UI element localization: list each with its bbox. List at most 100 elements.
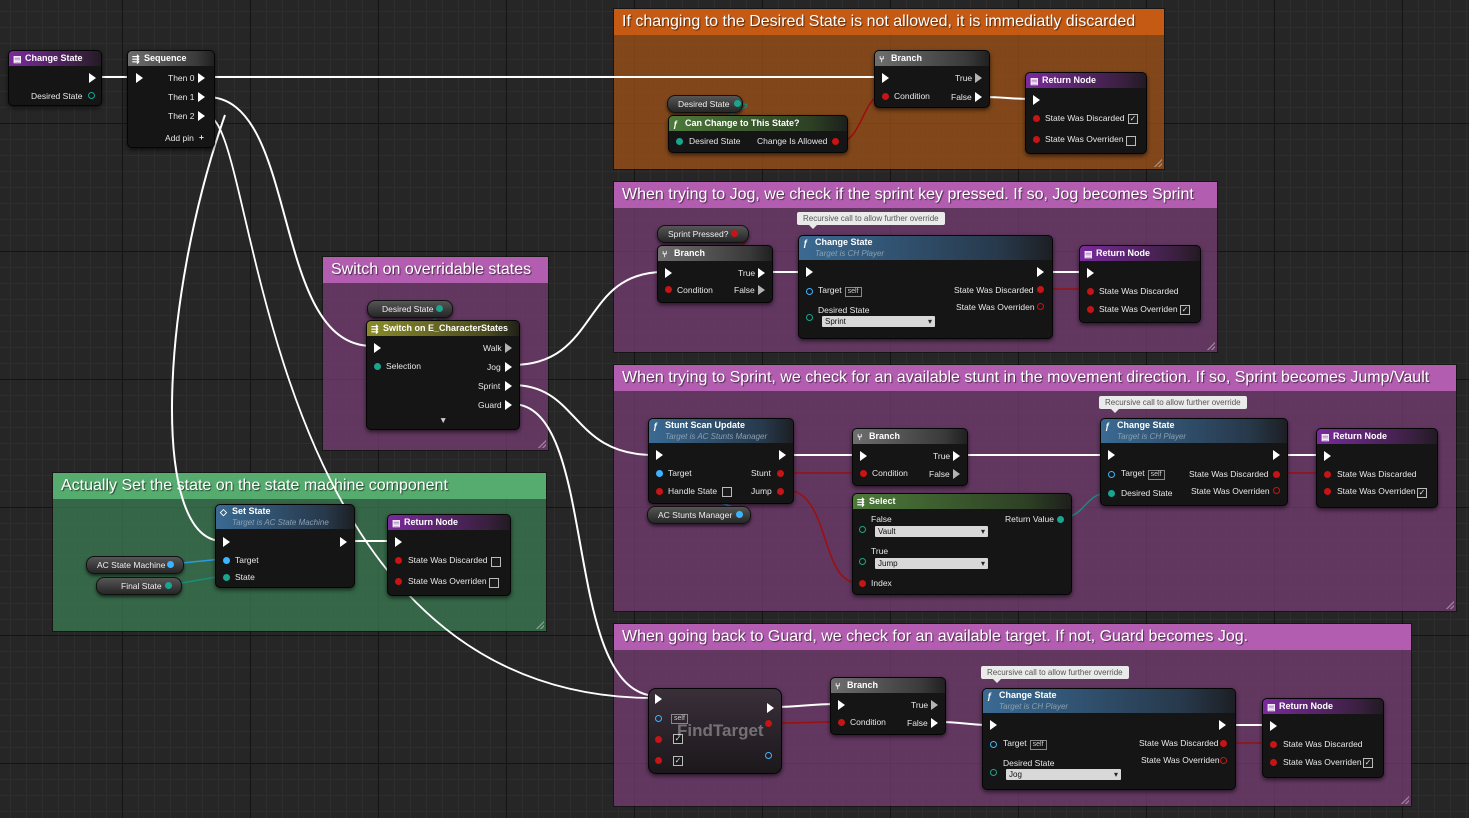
- exec-in-pin[interactable]: [395, 537, 402, 547]
- false-pin[interactable]: [953, 469, 960, 479]
- return-value-pin[interactable]: [1057, 516, 1064, 523]
- discarded-out-pin[interactable]: [1220, 740, 1227, 747]
- desired-state-variable[interactable]: Desired State: [667, 95, 743, 113]
- target-pin[interactable]: [1108, 471, 1115, 478]
- overriden-checkbox[interactable]: ✓: [1180, 305, 1190, 315]
- overriden-out-pin[interactable]: [1273, 487, 1280, 494]
- branch-node[interactable]: ⑂Branch True Condition False: [657, 245, 773, 303]
- overriden-pin[interactable]: [1324, 488, 1331, 495]
- resize-handle[interactable]: [536, 621, 544, 629]
- false-pin[interactable]: [931, 718, 938, 728]
- discarded-checkbox[interactable]: ✓: [1128, 114, 1138, 124]
- branch-node[interactable]: ⑂Branch True Condition False: [852, 428, 968, 486]
- exec-in-pin[interactable]: [223, 537, 230, 547]
- true-pin[interactable]: [758, 268, 765, 278]
- true-pin[interactable]: [975, 73, 982, 83]
- discarded-out-pin[interactable]: [1037, 286, 1044, 293]
- discarded-pin[interactable]: [1270, 741, 1277, 748]
- find-target-checkbox-1[interactable]: ✓: [673, 734, 683, 744]
- state-pin[interactable]: [223, 574, 230, 581]
- true-value-dropdown[interactable]: Jump: [875, 558, 988, 569]
- exec-in-pin[interactable]: [1087, 268, 1094, 278]
- return-node[interactable]: ▤Return Node State Was Discarded State W…: [387, 514, 511, 596]
- desired-state-pin[interactable]: [1108, 490, 1115, 497]
- sprint-pressed-out-pin[interactable]: [731, 230, 738, 237]
- walk-pin[interactable]: [505, 343, 512, 353]
- desired-state-pin[interactable]: [990, 769, 997, 776]
- desired-state-pin[interactable]: [88, 92, 95, 99]
- exec-out-pin[interactable]: [1273, 450, 1280, 460]
- object-out-pin[interactable]: [765, 752, 772, 759]
- find-target-node[interactable]: self ✓ FindTarget ✓: [648, 688, 782, 774]
- resize-handle[interactable]: [1154, 159, 1162, 167]
- target-pin[interactable]: [990, 741, 997, 748]
- condition-pin[interactable]: [860, 470, 867, 477]
- discarded-pin[interactable]: [1324, 471, 1331, 478]
- exec-in-pin[interactable]: [882, 73, 889, 83]
- bool-in-pin-2[interactable]: [655, 757, 662, 764]
- jog-pin[interactable]: [505, 362, 512, 372]
- guard-pin[interactable]: [505, 400, 512, 410]
- then-1-pin[interactable]: [198, 92, 205, 102]
- desired-state-dropdown[interactable]: Sprint: [822, 316, 935, 327]
- ac-state-machine-variable[interactable]: AC State Machine: [86, 556, 184, 574]
- overriden-checkbox[interactable]: ✓: [1363, 758, 1373, 768]
- condition-pin[interactable]: [665, 286, 672, 293]
- exec-in-pin[interactable]: [1108, 450, 1115, 460]
- final-state-out-pin[interactable]: [165, 582, 172, 589]
- resize-handle[interactable]: [1446, 601, 1454, 609]
- return-node[interactable]: ▤Return Node State Was Discarded ✓ State…: [1025, 72, 1147, 154]
- exec-in-pin[interactable]: [806, 267, 813, 277]
- discarded-checkbox[interactable]: [491, 557, 501, 567]
- exec-out-pin[interactable]: [779, 450, 786, 460]
- return-node[interactable]: ▤Return Node State Was Discarded State W…: [1079, 245, 1201, 323]
- index-pin[interactable]: [859, 580, 866, 587]
- true-pin[interactable]: [931, 700, 938, 710]
- overriden-pin[interactable]: [1033, 136, 1040, 143]
- overriden-pin[interactable]: [1087, 306, 1094, 313]
- expand-arrow-icon[interactable]: ▼: [439, 415, 448, 425]
- exec-out-pin[interactable]: [340, 537, 347, 547]
- return-node[interactable]: ▤Return Node State Was Discarded State W…: [1262, 698, 1384, 778]
- return-node[interactable]: ▤Return Node State Was Discarded State W…: [1316, 428, 1438, 508]
- false-pin[interactable]: [975, 92, 982, 102]
- exec-in-pin[interactable]: [136, 73, 143, 83]
- discarded-pin[interactable]: [1087, 288, 1094, 295]
- resize-handle[interactable]: [1207, 342, 1215, 350]
- sprint-pressed-variable[interactable]: Sprint Pressed?: [657, 225, 749, 243]
- change-is-allowed-pin[interactable]: [832, 138, 839, 145]
- overriden-out-pin[interactable]: [1220, 757, 1227, 764]
- overriden-pin[interactable]: [395, 578, 402, 585]
- resize-handle[interactable]: [1401, 796, 1409, 804]
- overriden-checkbox[interactable]: ✓: [1417, 488, 1427, 498]
- sprint-pin[interactable]: [505, 381, 512, 391]
- exec-in-pin[interactable]: [1324, 451, 1331, 461]
- false-value-dropdown[interactable]: Vault: [875, 526, 988, 537]
- handle-state-pin[interactable]: [656, 488, 663, 495]
- exec-in-pin[interactable]: [838, 700, 845, 710]
- then-2-pin[interactable]: [198, 111, 205, 121]
- desired-state-variable[interactable]: Desired State: [367, 300, 453, 318]
- overriden-pin[interactable]: [1270, 759, 1277, 766]
- jump-out-pin[interactable]: [777, 488, 784, 495]
- exec-in-pin[interactable]: [1033, 95, 1040, 105]
- exec-in-pin[interactable]: [656, 450, 663, 460]
- switch-node[interactable]: ⇶Switch on E_CharacterStates Walk Select…: [366, 320, 520, 430]
- overriden-out-pin[interactable]: [1037, 303, 1044, 310]
- sequence-node[interactable]: ⇶Sequence Then 0 Then 1 Then 2 Add pin +: [127, 50, 215, 148]
- desired-state-out-pin[interactable]: [436, 305, 443, 312]
- exec-in-pin[interactable]: [665, 268, 672, 278]
- target-pin[interactable]: [223, 557, 230, 564]
- branch-node[interactable]: ⑂Branch True Condition False: [830, 677, 946, 735]
- exec-out-pin[interactable]: [89, 73, 96, 83]
- condition-pin[interactable]: [882, 93, 889, 100]
- overriden-checkbox[interactable]: [489, 578, 499, 588]
- condition-pin[interactable]: [838, 719, 845, 726]
- handle-state-checkbox[interactable]: [722, 487, 732, 497]
- exec-out-pin[interactable]: [1219, 720, 1226, 730]
- false-pin[interactable]: [758, 285, 765, 295]
- ac-stunts-manager-variable[interactable]: AC Stunts Manager: [647, 506, 751, 524]
